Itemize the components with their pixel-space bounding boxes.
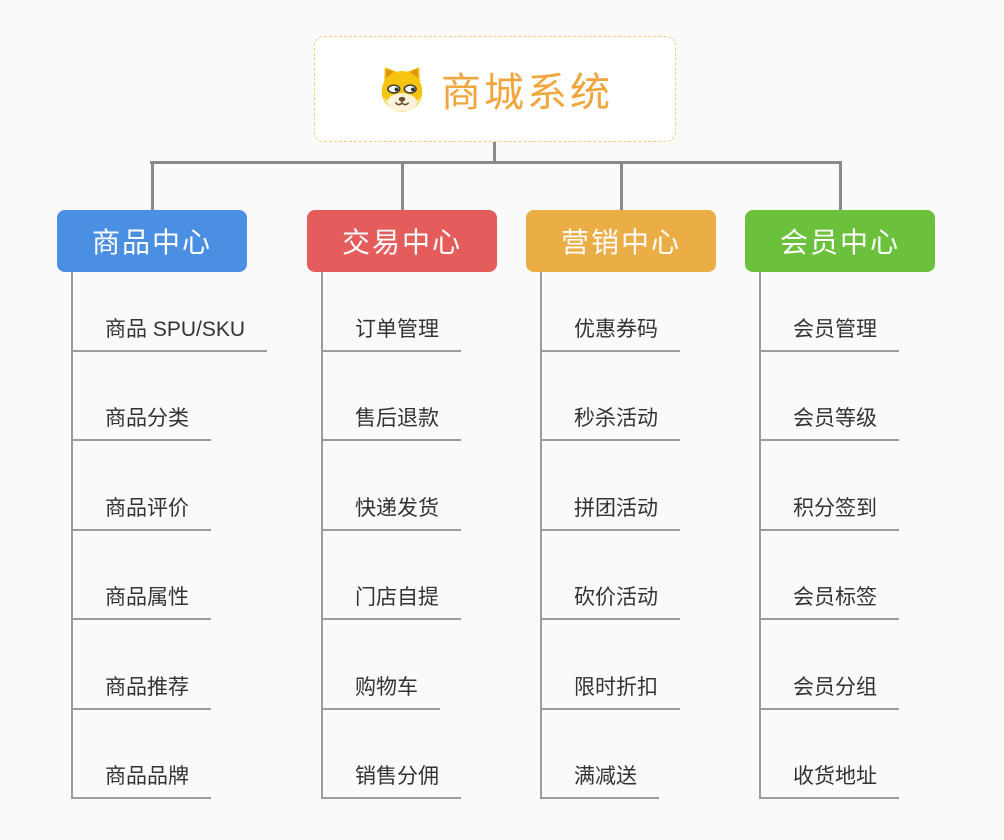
- leaf-slot: 快递发货: [323, 441, 461, 531]
- leaf-column-3: 优惠券码秒杀活动拼团活动砍价活动限时折扣满减送: [540, 272, 680, 799]
- root-node[interactable]: 商城系统: [314, 36, 676, 142]
- leaf-slot: 砍价活动: [542, 531, 680, 621]
- leaf-node[interactable]: 拼团活动: [542, 492, 680, 531]
- leaf-slot: 会员标签: [761, 531, 899, 621]
- branch-bus-connector: [150, 161, 840, 164]
- leaf-slot: 限时折扣: [542, 620, 680, 710]
- leaf-node[interactable]: 商品推荐: [73, 671, 211, 710]
- leaf-node[interactable]: 购物车: [323, 671, 440, 710]
- dog-face-icon: [377, 64, 427, 114]
- leaf-slot: 商品属性: [73, 531, 267, 621]
- leaf-node[interactable]: 商品评价: [73, 492, 211, 531]
- leaf-node[interactable]: 快递发货: [323, 492, 461, 531]
- branch-node-4[interactable]: 会员中心: [745, 210, 935, 272]
- leaf-node[interactable]: 订单管理: [323, 313, 461, 352]
- leaf-slot: 收货地址: [761, 710, 899, 799]
- branch-node-3[interactable]: 营销中心: [526, 210, 716, 272]
- branch-drop-connector: [400, 161, 404, 211]
- leaf-slot: 商品推荐: [73, 620, 267, 710]
- leaf-column-2: 订单管理售后退款快递发货门店自提购物车销售分佣: [321, 272, 461, 799]
- leaf-slot: 商品 SPU/SKU: [73, 272, 268, 352]
- leaf-node[interactable]: 商品分类: [73, 402, 211, 442]
- leaf-slot: 购物车: [323, 620, 461, 710]
- leaf-column-4: 会员管理会员等级积分签到会员标签会员分组收货地址: [759, 272, 899, 799]
- leaf-slot: 订单管理: [323, 272, 461, 352]
- leaf-slot: 商品评价: [73, 441, 267, 531]
- leaf-node[interactable]: 销售分佣: [323, 760, 461, 799]
- leaf-node[interactable]: 售后退款: [323, 402, 461, 442]
- leaf-slot: 销售分佣: [323, 710, 461, 799]
- leaf-node[interactable]: 会员标签: [761, 581, 899, 621]
- leaf-slot: 售后退款: [323, 352, 461, 442]
- branch-node-2[interactable]: 交易中心: [307, 210, 497, 272]
- root-stem-connector: [493, 141, 496, 163]
- leaf-column-1: 商品 SPU/SKU 商品分类商品评价商品属性商品推荐商品品牌: [71, 272, 268, 799]
- leaf-slot: 拼团活动: [542, 441, 680, 531]
- leaf-node[interactable]: 满减送: [542, 760, 659, 799]
- branch-label: 营销中心: [560, 227, 681, 258]
- leaf-node[interactable]: 收货地址: [761, 760, 899, 799]
- branch-node-1[interactable]: 商品中心: [57, 210, 247, 272]
- leaf-node[interactable]: 商品品牌: [73, 760, 211, 799]
- leaf-node[interactable]: 商品 SPU/SKU: [73, 313, 268, 352]
- leaf-node[interactable]: 砍价活动: [542, 581, 680, 621]
- branch-drop-connector: [838, 161, 842, 211]
- branch-label: 商品中心: [91, 227, 212, 258]
- branch-drop-connector: [619, 161, 623, 211]
- leaf-node[interactable]: 会员分组: [761, 671, 899, 710]
- leaf-node[interactable]: 秒杀活动: [542, 402, 680, 442]
- leaf-node[interactable]: 门店自提: [323, 581, 461, 621]
- leaf-node[interactable]: 会员等级: [761, 402, 899, 442]
- leaf-slot: 商品分类: [73, 352, 267, 442]
- leaf-node[interactable]: 限时折扣: [542, 671, 680, 710]
- root-title: 商城系统: [441, 71, 613, 115]
- leaf-node[interactable]: 优惠券码: [542, 313, 680, 352]
- branch-label: 交易中心: [341, 227, 462, 258]
- branch-drop-connector: [150, 161, 154, 211]
- leaf-slot: 优惠券码: [542, 272, 680, 352]
- leaf-slot: 秒杀活动: [542, 352, 680, 442]
- leaf-slot: 会员分组: [761, 620, 899, 710]
- leaf-slot: 商品品牌: [73, 710, 267, 799]
- branch-label: 会员中心: [779, 227, 900, 258]
- leaf-node[interactable]: 积分签到: [761, 492, 899, 531]
- leaf-slot: 门店自提: [323, 531, 461, 621]
- leaf-slot: 会员等级: [761, 352, 899, 442]
- leaf-slot: 积分签到: [761, 441, 899, 531]
- leaf-slot: 会员管理: [761, 272, 899, 352]
- leaf-slot: 满减送: [542, 710, 680, 799]
- leaf-node[interactable]: 商品属性: [73, 581, 211, 621]
- leaf-node[interactable]: 会员管理: [761, 313, 899, 352]
